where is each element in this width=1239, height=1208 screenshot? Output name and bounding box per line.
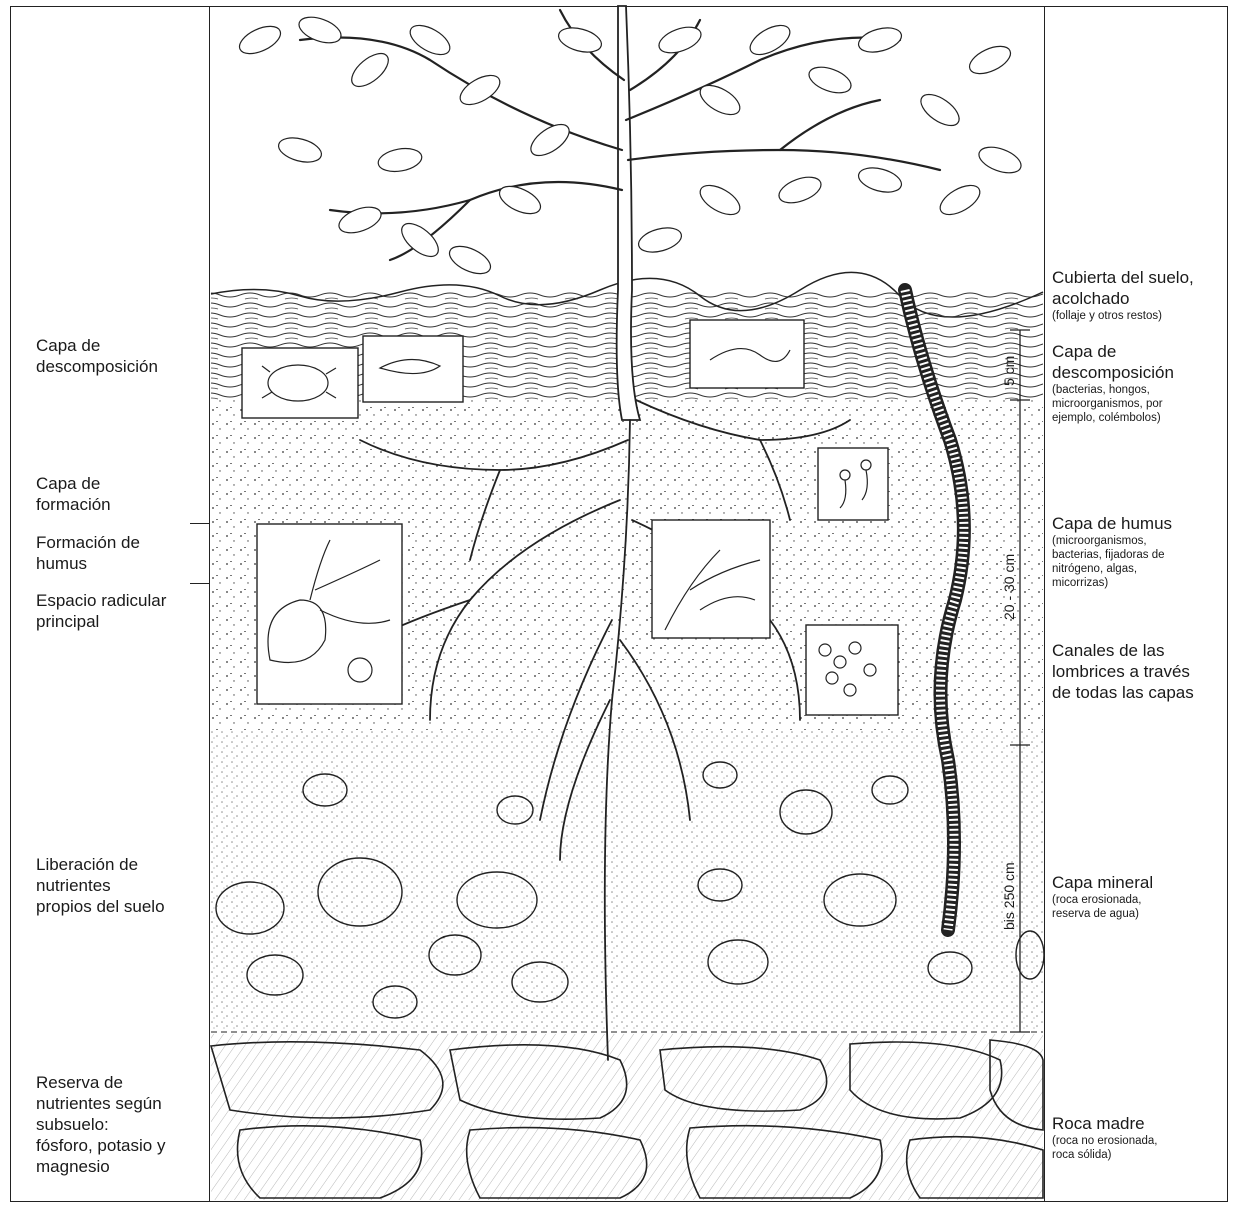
bedrock-layer xyxy=(211,1034,1043,1200)
mineral-note: (roca erosionada, reserva de agua) xyxy=(1052,893,1232,921)
scale-label-5cm: 5 cm xyxy=(1001,356,1017,386)
label-roca-madre: Roca madre (roca no erosionada, roca sól… xyxy=(1052,1092,1232,1183)
label-capa-humus: Capa de humus (microorganismos, bacteria… xyxy=(1052,492,1232,611)
humus-note: (microorganismos, bacterias, fijadoras d… xyxy=(1052,534,1232,590)
humus-title: Capa de humus xyxy=(1052,514,1172,533)
scale-label-250cm: bis 250 cm xyxy=(1001,862,1017,930)
label-canales-lombrices: Canales de las lombrices a través de tod… xyxy=(1052,619,1232,703)
label-reserva-nutrientes: Reserva de nutrientes según subsuelo: fó… xyxy=(36,1072,165,1177)
label-liberacion-nutrientes: Liberación de nutrientes propios del sue… xyxy=(36,854,165,917)
scale-label-20-30cm: 20 - 30 cm xyxy=(1001,554,1017,620)
tick-formacion xyxy=(190,523,209,524)
label-espacio-radicular: Espacio radicular principal xyxy=(36,590,166,632)
roca-title: Roca madre xyxy=(1052,1114,1145,1133)
canales-title: Canales de las lombrices a través de tod… xyxy=(1052,641,1194,702)
label-capa-formacion: Capa de formación xyxy=(36,473,111,515)
label-capa-descomposicion-right: Capa de descomposición (bacterias, hongo… xyxy=(1052,320,1232,446)
tick-humus xyxy=(190,583,209,584)
roca-note: (roca no erosionada, roca sólida) xyxy=(1052,1134,1232,1162)
label-capa-descomposicion: Capa de descomposición xyxy=(36,335,158,377)
descomposicion-title: Capa de descomposición xyxy=(1052,342,1174,382)
mineral-title: Capa mineral xyxy=(1052,873,1153,892)
descomposicion-note: (bacterias, hongos, microorganismos, por… xyxy=(1052,383,1232,425)
label-capa-mineral: Capa mineral (roca erosionada, reserva d… xyxy=(1052,851,1232,942)
label-formacion-humus: Formación de humus xyxy=(36,532,140,574)
cubierta-title: Cubierta del suelo, acolchado xyxy=(1052,268,1194,308)
mineral-layer xyxy=(211,730,1043,1030)
